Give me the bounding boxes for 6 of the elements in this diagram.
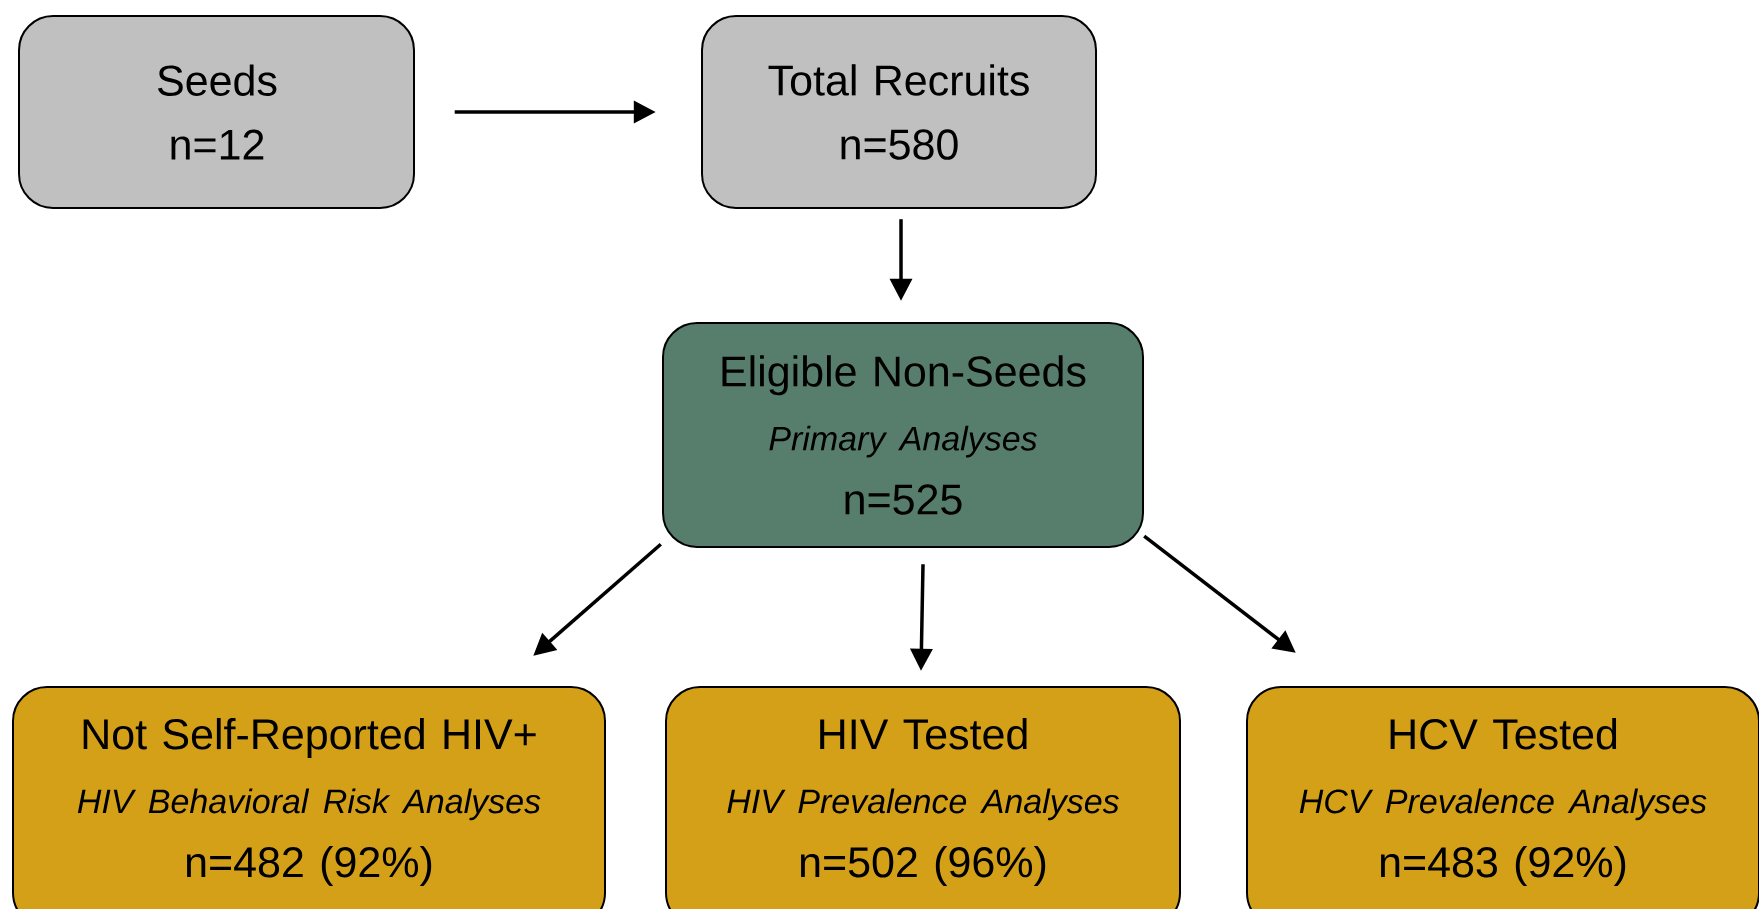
process-box: Eligible Non-Seeds Primary Analyses n=525 (662, 322, 1144, 548)
process-box: HCV Tested HCV Prevalence Analyses n=483 (92%) (1246, 686, 1759, 909)
process-box: Not Self-Reported HIV+ HIV Behavioral Risk Analyses n=482 (92%) (12, 686, 606, 909)
process-box: HIV Tested HIV Prevalence Analyses n=502 (96%) (665, 686, 1181, 909)
process-box: Total Recruits n=580 (701, 15, 1097, 209)
process-box: Seeds n=12 (18, 15, 415, 209)
